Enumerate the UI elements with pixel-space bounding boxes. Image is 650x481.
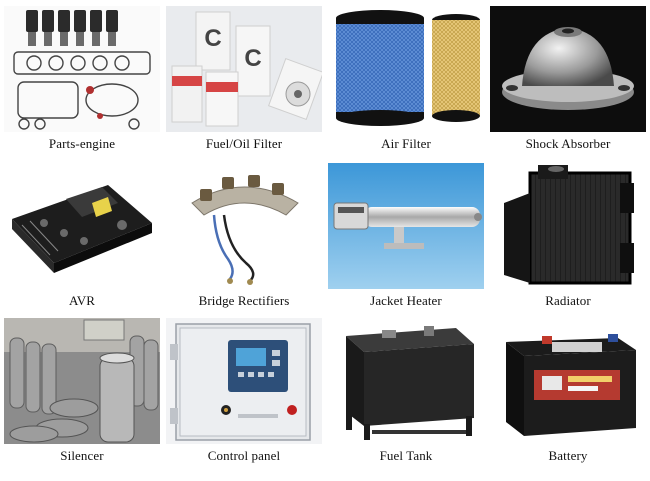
silencer-icon [4,318,160,444]
shock-absorber-icon [490,6,646,132]
jacket-heater-icon [328,163,484,289]
bridge-rectifier-icon [166,163,322,289]
product-label-radiator: Radiator [545,293,591,308]
product-tile-jacket-heater[interactable]: Jacket Heater [328,163,484,315]
fuel-tank-icon [328,318,484,444]
product-tile-fuel-tank[interactable]: Fuel Tank [328,318,484,470]
avr-board-icon [4,163,160,289]
product-label-battery: Battery [548,448,588,463]
engine-parts-kit-icon [4,6,160,132]
svg-text:C: C [204,25,221,52]
product-tile-bridge-rectifiers[interactable]: Bridge Rectifiers [166,163,322,315]
svg-text:C: C [244,45,261,72]
product-tile-air-filter[interactable]: Air Filter [328,6,484,158]
product-tile-radiator[interactable]: Radiator [490,163,646,315]
product-tile-fuel-oil-filter[interactable]: C C Fuel/Oil Filter [166,6,322,158]
product-label-fuel-oil-filter: Fuel/Oil Filter [205,136,283,151]
product-tile-battery[interactable]: Battery [490,318,646,470]
product-label-control-panel: Control panel [207,448,281,463]
product-tile-control-panel[interactable]: Control panel [166,318,322,470]
air-filter-icon [328,6,484,132]
product-tile-silencer[interactable]: Silencer [4,318,160,470]
product-tile-avr[interactable]: AVR [4,163,160,315]
product-tile-parts-engine[interactable]: Parts-engine [4,6,160,158]
product-label-shock-absorber: Shock Absorber [525,136,611,151]
product-label-avr: AVR [68,293,96,308]
fuel-oil-filter-icon: C C [166,6,322,132]
battery-icon [490,318,646,444]
product-label-silencer: Silencer [60,448,104,463]
product-grid: Parts-engine C C Fu [4,6,646,476]
product-label-parts-engine: Parts-engine [48,136,116,151]
product-label-bridge-rectifiers: Bridge Rectifiers [198,293,290,308]
control-panel-icon [166,318,322,444]
product-label-air-filter: Air Filter [381,136,431,151]
product-label-jacket-heater: Jacket Heater [370,293,442,308]
product-tile-shock-absorber[interactable]: Shock Absorber [490,6,646,158]
product-label-fuel-tank: Fuel Tank [379,448,433,463]
radiator-icon [490,163,646,289]
